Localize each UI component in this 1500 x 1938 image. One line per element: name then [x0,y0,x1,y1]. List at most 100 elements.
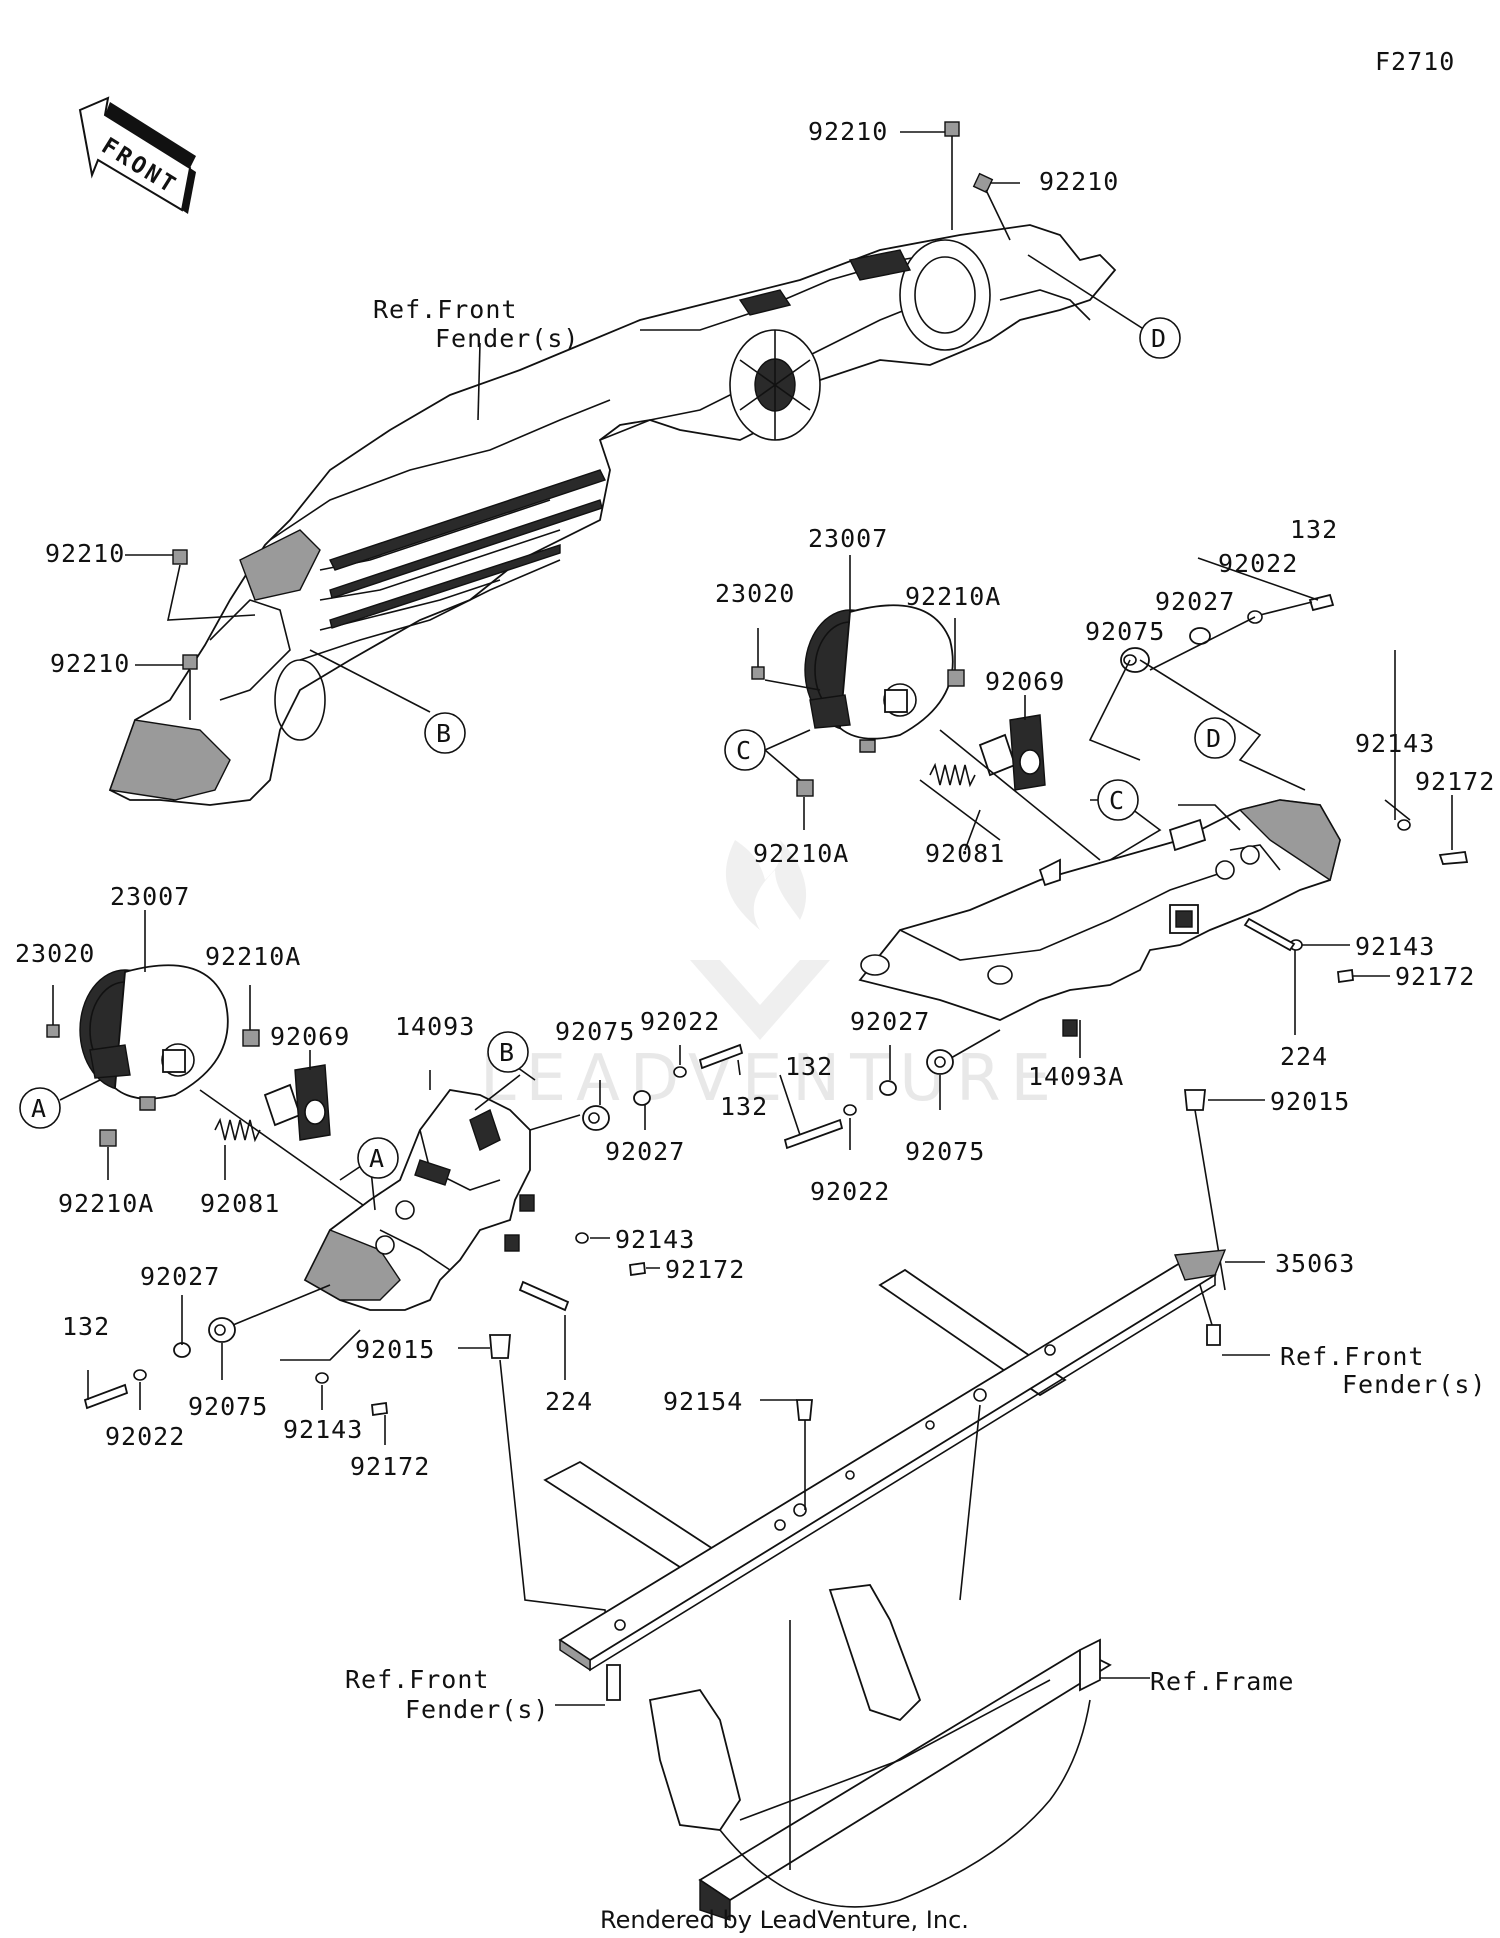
label-92210a-right-2: 92210A [753,839,849,868]
label-ref-front-fender-right-2: Fender(s) [1342,1370,1486,1399]
figure-id: F2710 [1375,47,1455,76]
washer-92143-right-1 [1397,819,1411,831]
label-224-right: 224 [1280,1042,1328,1071]
label-ref-frame: Ref.Frame [1150,1667,1294,1696]
screw-ref-front-fender-right [1206,1324,1221,1346]
label-92210a-left-1: 92210A [205,942,301,971]
label-92022-lower-left: 92022 [105,1422,185,1451]
label-92210-top-2: 92210 [1039,167,1119,196]
label-224-left: 224 [545,1387,593,1416]
callout-c-bracket [1097,779,1139,821]
label-92022-mid: 92022 [810,1177,890,1206]
label-14093a: 14093A [1028,1062,1124,1091]
label-ref-front-fender-top-1: Ref.Front [373,295,517,324]
clip-14093a [1062,1019,1078,1037]
label-92143-lower-left: 92143 [283,1415,363,1444]
label-92027-lower-left: 92027 [140,1262,220,1291]
spring-92081-left [214,1117,261,1143]
callout-a-left [19,1087,61,1129]
clip-92210a-left-1 [242,1029,260,1047]
label-92027-mid: 92027 [850,1007,930,1036]
callout-d-bracket-label: D [1206,724,1222,753]
clip-23020-left [46,1024,60,1038]
clip-92210a-right-1 [947,669,965,687]
clip-92210a-left-2 [99,1129,117,1147]
label-ref-front-fender-right-1: Ref.Front [1280,1342,1424,1371]
label-92075-center: 92075 [555,1017,635,1046]
label-92210-top-1: 92210 [808,117,888,146]
label-92172-right-2: 92172 [1395,962,1475,991]
footer-credit: Rendered by LeadVenture, Inc. [600,1906,969,1934]
callout-d-bracket [1194,717,1236,759]
label-92027-center: 92027 [605,1137,685,1166]
label-92210-left-1: 92210 [45,539,125,568]
label-132-right: 132 [1290,515,1338,544]
callout-c-right [724,729,766,771]
headlight-left [79,964,229,1111]
label-92143-right-1: 92143 [1355,729,1435,758]
label-92210a-left-2: 92210A [58,1189,154,1218]
label-23020-left: 23020 [15,939,95,968]
callout-b-bracket [487,1031,529,1073]
label-92075-mid: 92075 [905,1137,985,1166]
screw-92172-lower-left [371,1401,388,1417]
washer-92022-center [673,1066,687,1078]
washer-92143-lower-left [315,1372,329,1384]
callout-c-right-label: C [736,736,752,765]
label-92015-left: 92015 [355,1335,435,1364]
label-132-lower-left: 132 [62,1312,110,1341]
bulb-92069-left [263,1064,331,1141]
clip-92210-3 [172,549,188,565]
headlight-bracket-left [303,1089,535,1311]
label-92022-right: 92022 [1218,549,1298,578]
front-fender-assembly [108,224,1117,806]
ref-frame [648,1584,1112,1921]
collar-92027-lower-left [173,1342,191,1358]
label-92172-lower-left: 92172 [350,1452,430,1481]
bolt-132-mid [783,1118,844,1150]
label-ref-front-fender-bottom-2: Fender(s) [405,1695,549,1724]
callout-b-top [424,712,466,754]
label-ref-front-fender-bottom-1: Ref.Front [345,1665,489,1694]
callout-d-top-label: D [1151,324,1167,353]
callout-b-top-label: B [436,719,452,748]
bolt-224-right [1243,917,1296,952]
label-92081-left: 92081 [200,1189,280,1218]
screw-92172-center [629,1261,646,1277]
clip-92210-2 [972,172,994,194]
label-23007-right: 23007 [808,524,888,553]
clip-92210-1 [944,121,960,137]
label-14093: 14093 [395,1012,475,1041]
callout-a-bracket-label: A [369,1144,385,1173]
label-92015-right: 92015 [1270,1087,1350,1116]
watermark-text: LEADVENTURE [480,1042,1061,1116]
washer-92022-lower-left [133,1369,147,1381]
label-ref-front-fender-top-2: Fender(s) [435,324,579,353]
bolt-92154 [796,1399,813,1421]
bolt-224-left [518,1280,570,1312]
washer-92022-mid [843,1104,857,1116]
label-35063: 35063 [1275,1249,1355,1278]
collar-92015-right [1184,1089,1206,1111]
clip-23020-right [751,666,765,680]
crossmember-35063 [543,1249,1227,1672]
label-92210-left-2: 92210 [50,649,130,678]
clip-92210a-right-2 [796,779,814,797]
label-92172-right-1: 92172 [1415,767,1495,796]
callout-c-bracket-label: C [1109,786,1125,815]
screw-92172-right-2 [1337,968,1354,984]
label-92210a-right-1: 92210A [905,582,1001,611]
label-92172-center: 92172 [665,1255,745,1284]
label-92143-center: 92143 [615,1225,695,1254]
bolt-132-right-1 [1308,593,1335,612]
bolt-132-lower-left [83,1383,129,1410]
callout-b-bracket-label: B [499,1038,515,1067]
label-92027-right: 92027 [1155,587,1235,616]
spring-92081-right [929,762,976,788]
bolt-132-center [698,1043,744,1070]
collar-92027-mid [879,1080,897,1096]
collar-92015-left [489,1334,511,1359]
callout-d-top [1139,317,1181,359]
collar-92027-center [633,1090,651,1106]
